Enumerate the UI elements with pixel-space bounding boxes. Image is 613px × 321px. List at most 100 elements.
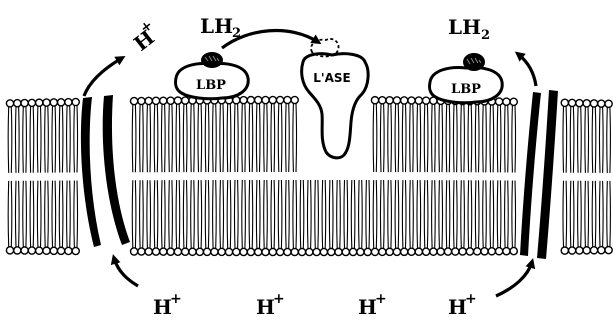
lipid-head-bottom [167,248,174,255]
lipid-tail [62,181,63,248]
lipid-tail [464,180,465,248]
lipid-tail [449,104,450,172]
lipid-tail [457,180,458,248]
lipid-tail [475,180,476,248]
lipid-tail [220,104,221,172]
lh2-ligand-dark [201,52,223,68]
lipid-tail [471,105,472,173]
lipid-tail [74,106,75,173]
lipid-tail [161,180,162,248]
lipid-head-top [65,99,72,106]
lipid-tail [286,104,287,172]
lipid-tail [573,106,574,172]
lipid-tail [154,180,155,248]
h-plus-charge-4: + [465,291,477,307]
lipid-head-top [36,99,43,106]
lipid-head-bottom [211,248,218,255]
lipid-tail [293,104,294,172]
lipid-tail [347,180,348,248]
lipid-tail [442,180,443,248]
lipid-tail [307,180,308,248]
lipid-tail [135,180,136,248]
lipid-tail [293,180,294,248]
lipid-tail [410,180,411,248]
lipid-tail [420,104,421,172]
lipid-tail [8,181,9,247]
lipid-head-top [503,98,510,105]
lipid-head-bottom [21,247,28,254]
lipid-tail [468,105,469,173]
lipid-tail [402,180,403,248]
lipid-head-bottom [58,247,65,254]
lipid-tail [432,180,433,248]
lipid-tail [37,181,38,247]
lipid-head-top [6,100,13,107]
lipid-tail [191,104,192,172]
lipid-tail [264,180,265,248]
lipid-head-bottom [182,248,189,255]
lipid-tail [59,181,60,248]
lipid-tail [515,180,516,247]
lipid-head-top [379,97,386,104]
lipid-tail [289,180,290,248]
lbp-left-label: LBP [196,78,226,93]
lipid-head-bottom [247,248,254,255]
lipid-tail [227,180,228,248]
lipid-head-bottom [298,248,305,255]
lipid-head-top [131,98,138,105]
lipid-tail [493,180,494,247]
lipid-tail [435,180,436,248]
lipid-tail [461,180,462,248]
lipid-tail [420,180,421,248]
lipid-head-top [408,97,415,104]
lipid-tail [252,104,253,172]
lipid-head-top [72,98,79,105]
lipid-head-bottom [590,247,597,254]
lipid-tail [147,180,148,248]
lipid-head-top [28,99,35,106]
lipid-tail [603,181,604,247]
lipid-tail [11,107,12,173]
lipid-tail [59,106,60,173]
lipid-head-top [50,99,57,106]
lipid-tail [376,104,377,172]
lipid-head-top [583,100,590,107]
lipid-tail [143,180,144,248]
lipid-tail [55,181,56,248]
lipid-tail [398,180,399,248]
lbp-left: LBP [175,52,248,99]
lipid-tail [33,181,34,247]
lipid-tail [468,180,469,248]
lipid-tail [296,104,297,172]
lipid-head-bottom [204,248,211,255]
lipid-tail [135,105,136,173]
lipid-head-top [401,97,408,104]
lipid-tail [388,180,389,248]
lipid-tail [205,180,206,248]
lipid-tail [252,180,253,248]
lipid-tail [483,105,484,172]
lipid-tail [179,180,180,248]
lipid-tail [19,181,20,247]
lipid-tail [70,181,71,248]
lipid-head-bottom [481,248,488,255]
lipid-tail [581,181,582,247]
lipid-tail [140,105,141,173]
lipid-tail [508,105,509,172]
lipid-tail [483,180,484,247]
lipid-head-bottom [474,248,481,255]
lipid-tail [315,180,316,248]
lipid-tail [52,106,53,173]
lipid-head-top [247,96,254,103]
lipid-tail [26,181,27,247]
lbp-right-label: LBP [451,82,481,97]
lipid-tail [41,106,42,172]
lipid-head-top [21,99,28,106]
lipid-tail [570,181,571,247]
lipid-head-bottom [342,248,349,255]
lipid-tail [486,180,487,247]
lipid-tail [391,180,392,248]
lipid-head-bottom [240,248,247,255]
lipid-tail [161,104,162,172]
lipid-head-bottom [437,248,444,255]
